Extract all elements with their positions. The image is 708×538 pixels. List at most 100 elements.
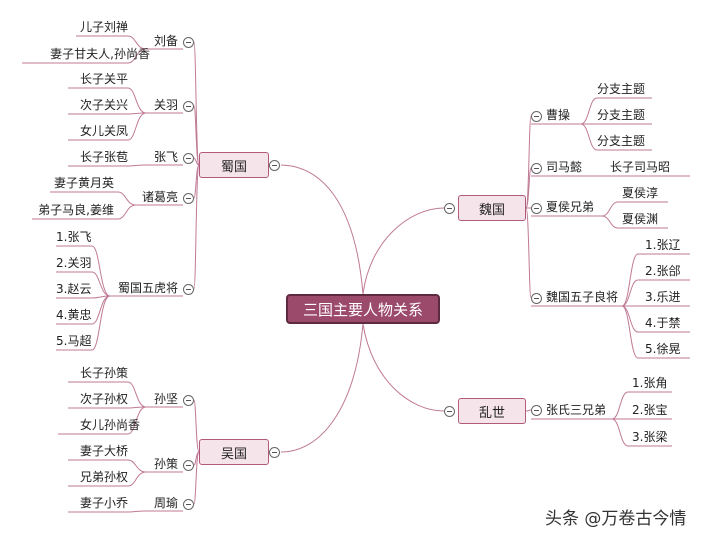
collapse-icon[interactable]	[183, 101, 194, 112]
topic-wu[interactable]: 吴国	[199, 439, 269, 465]
leaf-topic[interactable]: 次子孙权	[79, 392, 128, 406]
leaf-topic[interactable]: 3.赵云	[56, 282, 92, 296]
collapse-icon[interactable]	[183, 460, 194, 471]
connector-line	[280, 164, 364, 295]
connector-line	[601, 201, 619, 217]
leaf-topic[interactable]: 次子关兴	[79, 98, 128, 112]
leaf-topic[interactable]: 女儿孙尚香	[79, 418, 140, 432]
collapse-icon[interactable]	[183, 193, 194, 204]
subtopic-zhangfei[interactable]: 张飞	[153, 150, 178, 164]
connector-line	[193, 164, 200, 290]
leaf-topic[interactable]: 1.张飞	[56, 230, 92, 244]
leaf-topic[interactable]: 妻子大桥	[79, 444, 128, 458]
connector-line	[280, 323, 364, 453]
leaf-topic[interactable]: 儿子刘禅	[79, 20, 128, 34]
collapse-icon[interactable]	[269, 447, 280, 458]
connector-line	[193, 157, 200, 166]
connector-line	[525, 207, 532, 299]
connector-line	[127, 381, 147, 408]
connector-line	[601, 215, 619, 229]
leaf-topic[interactable]: 3.乐进	[645, 290, 681, 304]
connector-line	[127, 112, 147, 141]
connector-line	[621, 305, 639, 359]
connector-line	[193, 399, 200, 453]
leaf-topic[interactable]: 妻子黄月英	[53, 176, 114, 190]
leaf-topic[interactable]: 长子孙策	[79, 366, 128, 380]
connector-line	[127, 164, 147, 167]
collapse-icon[interactable]	[183, 395, 194, 406]
leaf-topic[interactable]: 分支主题	[597, 108, 646, 122]
connector-line	[362, 207, 445, 295]
collapse-icon[interactable]	[531, 405, 542, 416]
subtopic-five-tigers[interactable]: 蜀国五虎将	[117, 281, 178, 295]
collapse-icon[interactable]	[183, 284, 194, 295]
leaf-topic[interactable]: 妻子小乔	[79, 496, 128, 510]
subtopic-liubei[interactable]: 刘备	[153, 34, 178, 48]
collapse-icon[interactable]	[531, 111, 542, 122]
collapse-icon[interactable]	[444, 203, 455, 214]
connector-line	[127, 406, 147, 435]
collapse-icon[interactable]	[444, 406, 455, 417]
connector-line	[580, 123, 598, 151]
connector-line	[621, 305, 639, 333]
connector-line	[193, 451, 200, 505]
leaf-topic[interactable]: 2.关羽	[56, 256, 92, 270]
leaf-topic[interactable]: 5.马超	[56, 334, 92, 348]
connector-line	[611, 418, 629, 447]
connector-line	[91, 271, 111, 297]
leaf-topic[interactable]: 长子张苞	[79, 150, 128, 164]
leaf-topic[interactable]: 兄弟孙权	[79, 470, 128, 484]
leaf-topic[interactable]: 分支主题	[597, 134, 646, 148]
connector-line	[525, 167, 532, 209]
subtopic-guanyu[interactable]: 关羽	[153, 98, 178, 112]
subtopic-zhuge[interactable]: 诸葛亮	[141, 190, 178, 204]
leaf-topic[interactable]: 长子关平	[79, 72, 128, 86]
leaf-topic[interactable]: 长子司马昭	[610, 160, 671, 174]
topic-shu[interactable]: 蜀国	[199, 152, 269, 178]
connector-line	[127, 35, 147, 50]
connector-line	[127, 471, 147, 487]
connector-line	[127, 48, 147, 64]
leaf-topic[interactable]: 4.黄忠	[56, 308, 92, 322]
leaf-topic[interactable]: 妻子甘夫人,孙尚香	[50, 47, 150, 61]
leaf-topic[interactable]: 夏侯淳	[622, 186, 659, 200]
subtopic-sunjian[interactable]: 孙坚	[153, 392, 178, 406]
connector-line	[621, 253, 639, 307]
connector-line	[127, 510, 147, 513]
leaf-topic[interactable]: 4.于禁	[645, 316, 681, 330]
subtopic-sunce[interactable]: 孙策	[153, 457, 178, 471]
topic-wei[interactable]: 魏国	[458, 195, 526, 221]
collapse-icon[interactable]	[183, 37, 194, 48]
leaf-topic[interactable]: 女儿关凤	[79, 124, 128, 138]
subtopic-caocao[interactable]: 曹操	[546, 108, 571, 122]
subtopic-five-generals[interactable]: 魏国五子良将	[546, 290, 619, 304]
leaf-topic[interactable]: 1.张角	[632, 376, 668, 390]
subtopic-zhouyu[interactable]: 周瑜	[153, 496, 178, 510]
watermark: 头条 @万卷古今情	[545, 509, 687, 529]
collapse-icon[interactable]	[183, 499, 194, 510]
connector-line	[621, 279, 639, 307]
connector-line	[91, 295, 111, 351]
topic-luanshi[interactable]: 乱世	[458, 398, 526, 424]
connector-line	[193, 164, 200, 199]
collapse-icon[interactable]	[531, 163, 542, 174]
collapse-icon[interactable]	[183, 153, 194, 164]
collapse-icon[interactable]	[269, 160, 280, 171]
leaf-topic[interactable]: 2.张郃	[645, 264, 681, 278]
collapse-icon[interactable]	[531, 203, 542, 214]
leaf-topic[interactable]: 5.徐晃	[645, 342, 681, 356]
subtopic-zhang-brothers[interactable]: 张氏三兄弟	[546, 403, 607, 417]
connector-line	[580, 97, 598, 125]
subtopic-simayi[interactable]: 司马懿	[546, 160, 583, 174]
leaf-topic[interactable]: 1.张辽	[645, 238, 681, 252]
leaf-topic[interactable]: 分支主题	[597, 82, 646, 96]
leaf-topic[interactable]: 2.张宝	[632, 403, 668, 417]
connector-line	[117, 191, 137, 206]
central-topic[interactable]: 三国主要人物关系	[286, 294, 440, 324]
collapse-icon[interactable]	[531, 293, 542, 304]
leaf-topic[interactable]: 3.张梁	[632, 430, 668, 444]
subtopic-xiahou[interactable]: 夏侯兄弟	[546, 200, 595, 214]
leaf-topic[interactable]: 夏侯渊	[622, 212, 659, 226]
leaf-topic[interactable]: 弟子马良,姜维	[38, 203, 114, 217]
